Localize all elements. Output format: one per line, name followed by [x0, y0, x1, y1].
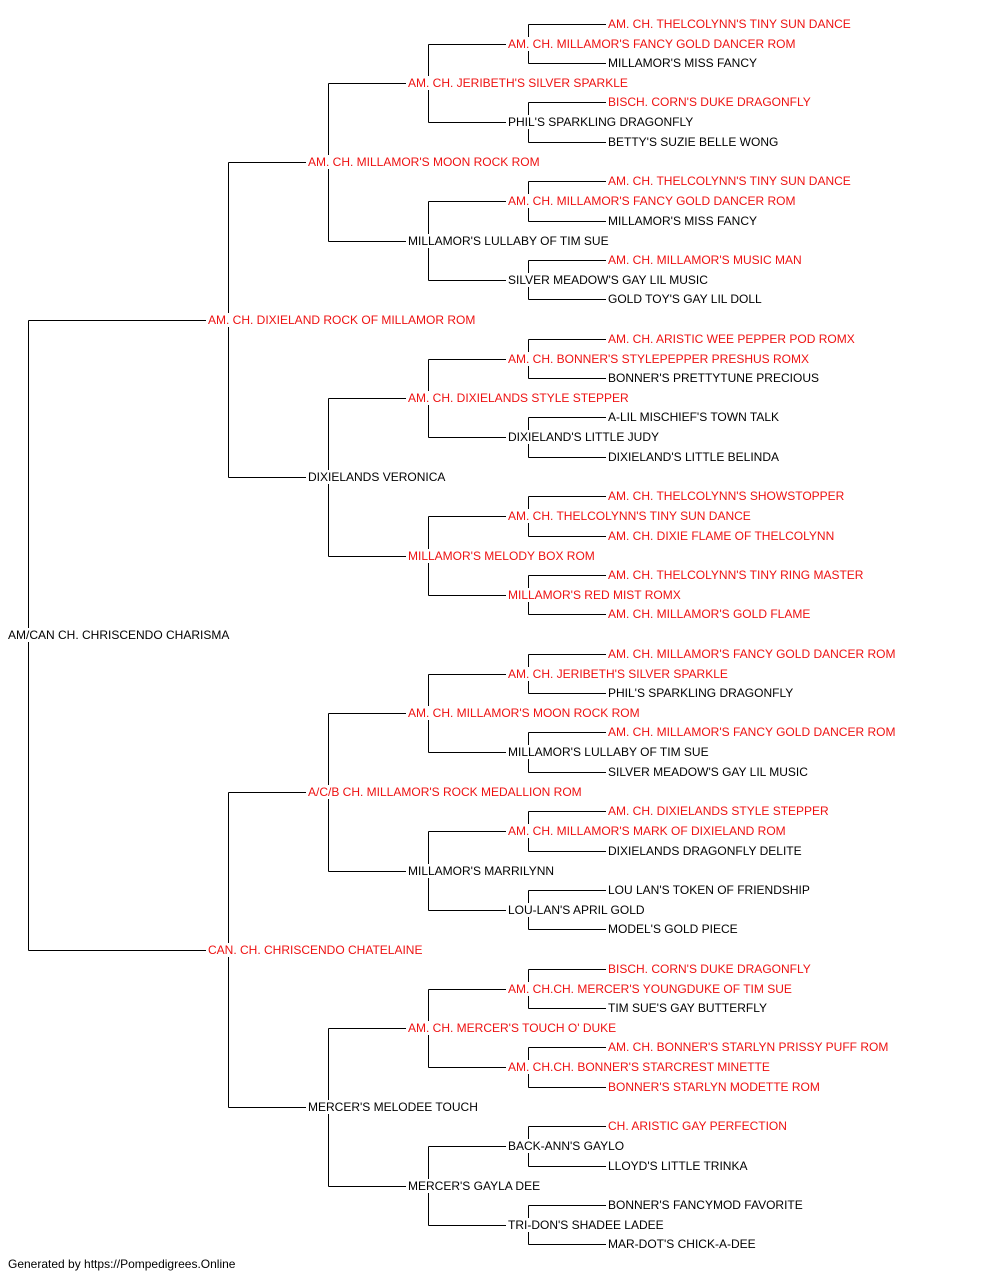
pedigree-sire-name[interactable]: AM. CH. THELCOLYNN'S SHOWSTOPPER: [608, 489, 847, 503]
pedigree-dam-name[interactable]: BETTY'S SUZIE BELLE WONG: [608, 135, 781, 149]
pedigree-dam-name[interactable]: LOU-LAN'S APRIL GOLD: [508, 903, 647, 917]
pedigree-dam-name[interactable]: AM. CH. MILLAMOR'S GOLD FLAME: [608, 607, 813, 621]
pedigree-dam-name[interactable]: AM. CH. DIXIE FLAME OF THELCOLYNN: [608, 529, 837, 543]
pedigree-sire-name[interactable]: AM. CH. BONNER'S STYLEPEPPER PRESHUS ROM…: [508, 352, 812, 366]
pedigree-sire-name[interactable]: AM. CH.CH. MERCER'S YOUNGDUKE OF TIM SUE: [508, 982, 794, 996]
pedigree-subject-name[interactable]: AM/CAN CH. CHRISCENDO CHARISMA: [8, 628, 232, 642]
pedigree-sire-name[interactable]: AM. CH. JERIBETH'S SILVER SPARKLE: [508, 667, 730, 681]
pedigree-sire-name[interactable]: BISCH. CORN'S DUKE DRAGONFLY: [608, 95, 813, 109]
pedigree-sire-name[interactable]: AM. CH. MILLAMOR'S MOON ROCK ROM: [408, 706, 642, 720]
pedigree-sire-name[interactable]: AM. CH. MILLAMOR'S FANCY GOLD DANCER ROM: [508, 37, 798, 51]
pedigree-dam-name[interactable]: SILVER MEADOW'S GAY LIL MUSIC: [508, 273, 710, 287]
pedigree-dam-name[interactable]: MAR-DOT'S CHICK-A-DEE: [608, 1237, 758, 1251]
pedigree-dam-name[interactable]: DIXIELANDS DRAGONFLY DELITE: [608, 844, 804, 858]
pedigree-sire-name[interactable]: AM. CH. BONNER'S STARLYN PRISSY PUFF ROM: [608, 1040, 891, 1054]
pedigree-sire-name[interactable]: AM. CH. MERCER'S TOUCH O' DUKE: [408, 1021, 619, 1035]
pedigree-sire-name[interactable]: A-LIL MISCHIEF'S TOWN TALK: [608, 410, 781, 424]
pedigree-sire-name[interactable]: AM. CH. MILLAMOR'S MARK OF DIXIELAND ROM: [508, 824, 788, 838]
pedigree-sire-name[interactable]: BISCH. CORN'S DUKE DRAGONFLY: [608, 962, 813, 976]
pedigree-sire-name[interactable]: AM. CH. MILLAMOR'S FANCY GOLD DANCER ROM: [608, 647, 898, 661]
pedigree-dam-name[interactable]: MILLAMOR'S LULLABY OF TIM SUE: [508, 745, 711, 759]
pedigree-sire-name[interactable]: AM. CH. MILLAMOR'S FANCY GOLD DANCER ROM: [508, 194, 798, 208]
pedigree-dam-name[interactable]: MILLAMOR'S MARRILYNN: [408, 864, 557, 878]
pedigree-dam-name[interactable]: PHIL'S SPARKLING DRAGONFLY: [608, 686, 796, 700]
pedigree-sire-name[interactable]: AM. CH. THELCOLYNN'S TINY SUN DANCE: [608, 17, 853, 31]
pedigree-dam-name[interactable]: SILVER MEADOW'S GAY LIL MUSIC: [608, 765, 810, 779]
pedigree-dam-name[interactable]: TIM SUE'S GAY BUTTERFLY: [608, 1001, 769, 1015]
pedigree-dam-name[interactable]: DIXIELAND'S LITTLE JUDY: [508, 430, 661, 444]
pedigree-dam-name[interactable]: TRI-DON'S SHADEE LADEE: [508, 1218, 666, 1232]
pedigree-dam-name[interactable]: AM. CH.CH. BONNER'S STARCREST MINETTE: [508, 1060, 772, 1074]
pedigree-dam-name[interactable]: PHIL'S SPARKLING DRAGONFLY: [508, 115, 696, 129]
pedigree-sire-name[interactable]: BACK-ANN'S GAYLO: [508, 1139, 627, 1153]
pedigree-dam-name[interactable]: MODEL'S GOLD PIECE: [608, 922, 740, 936]
pedigree-sire-name[interactable]: BONNER'S FANCYMOD FAVORITE: [608, 1198, 805, 1212]
pedigree-sire-name[interactable]: AM. CH. ARISTIC WEE PEPPER POD ROMX: [608, 332, 857, 346]
pedigree-sire-name[interactable]: AM. CH. MILLAMOR'S MOON ROCK ROM: [308, 155, 542, 169]
pedigree-dam-name[interactable]: MILLAMOR'S MISS FANCY: [608, 56, 759, 70]
pedigree-sire-name[interactable]: LOU LAN'S TOKEN OF FRIENDSHIP: [608, 883, 812, 897]
pedigree-dam-name[interactable]: CAN. CH. CHRISCENDO CHATELAINE: [208, 943, 425, 957]
pedigree-dam-name[interactable]: MERCER'S MELODEE TOUCH: [308, 1100, 480, 1114]
pedigree-dam-name[interactable]: GOLD TOY'S GAY LIL DOLL: [608, 292, 764, 306]
pedigree-dam-name[interactable]: MILLAMOR'S LULLABY OF TIM SUE: [408, 234, 611, 248]
pedigree-sire-name[interactable]: AM. CH. DIXIELANDS STYLE STEPPER: [608, 804, 831, 818]
pedigree-dam-name[interactable]: LLOYD'S LITTLE TRINKA: [608, 1159, 750, 1173]
pedigree-dam-name[interactable]: MILLAMOR'S MISS FANCY: [608, 214, 759, 228]
pedigree-sire-name[interactable]: AM. CH. JERIBETH'S SILVER SPARKLE: [408, 76, 630, 90]
pedigree-sire-name[interactable]: AM. CH. MILLAMOR'S FANCY GOLD DANCER ROM: [608, 725, 898, 739]
pedigree-dam-name[interactable]: BONNER'S STARLYN MODETTE ROM: [608, 1080, 822, 1094]
pedigree-sire-name[interactable]: AM. CH. THELCOLYNN'S TINY SUN DANCE: [608, 174, 853, 188]
pedigree-dam-name[interactable]: DIXIELANDS VERONICA: [308, 470, 448, 484]
generated-by-footer[interactable]: Generated by https://Pompedigrees.Online: [8, 1257, 236, 1271]
pedigree-sire-name[interactable]: AM. CH. DIXIELANDS STYLE STEPPER: [408, 391, 631, 405]
pedigree-sire-name[interactable]: AM. CH. THELCOLYNN'S TINY SUN DANCE: [508, 509, 753, 523]
pedigree-sire-name[interactable]: CH. ARISTIC GAY PERFECTION: [608, 1119, 789, 1133]
pedigree-dam-name[interactable]: MERCER'S GAYLA DEE: [408, 1179, 543, 1193]
pedigree-sire-name[interactable]: AM. CH. THELCOLYNN'S TINY RING MASTER: [608, 568, 866, 582]
pedigree-dam-name[interactable]: DIXIELAND'S LITTLE BELINDA: [608, 450, 782, 464]
pedigree-dam-name[interactable]: MILLAMOR'S MELODY BOX ROM: [408, 549, 597, 563]
pedigree-dam-name[interactable]: MILLAMOR'S RED MIST ROMX: [508, 588, 683, 602]
pedigree-sire-name[interactable]: AM. CH. DIXIELAND ROCK OF MILLAMOR ROM: [208, 313, 478, 327]
pedigree-sire-name[interactable]: A/C/B CH. MILLAMOR'S ROCK MEDALLION ROM: [308, 785, 584, 799]
pedigree-sire-name[interactable]: AM. CH. MILLAMOR'S MUSIC MAN: [608, 253, 804, 267]
pedigree-dam-name[interactable]: BONNER'S PRETTYTUNE PRECIOUS: [608, 371, 821, 385]
